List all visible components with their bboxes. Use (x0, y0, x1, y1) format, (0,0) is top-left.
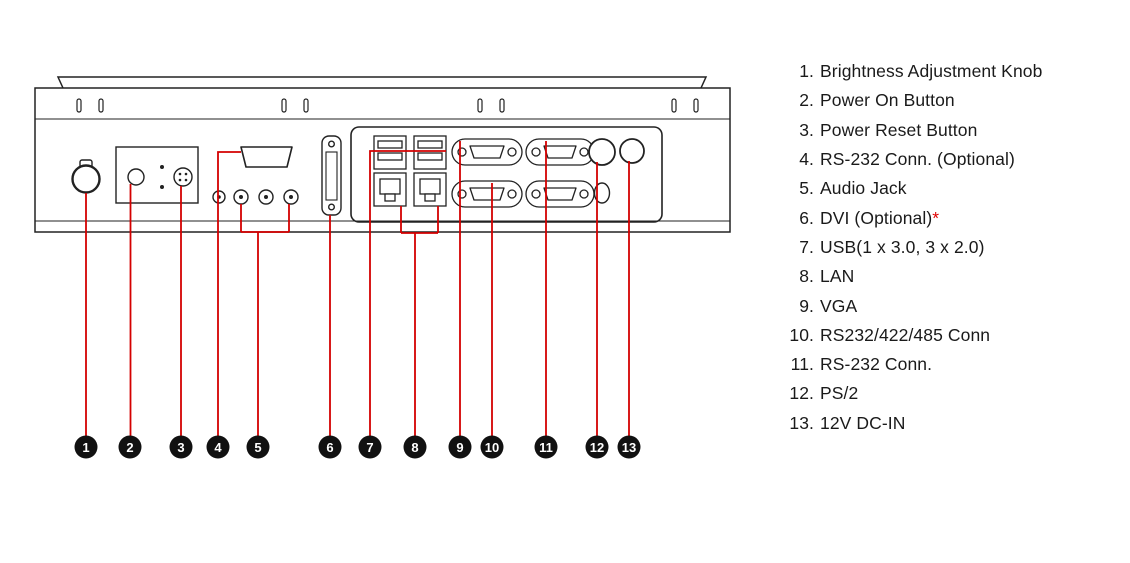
svg-text:2: 2 (126, 440, 133, 455)
legend-item-label: PS/2 (820, 383, 859, 404)
power-reset-button (173, 167, 193, 187)
legend-item-number: 12. (789, 383, 814, 404)
ps2-connector (588, 138, 616, 204)
callout-marker-3: 3 (169, 435, 193, 459)
serial-connector (525, 180, 595, 208)
callout-marker-12: 12 (585, 435, 609, 459)
io-cutout (350, 126, 663, 223)
legend-item-number: 10. (789, 324, 814, 345)
legend: 1. Brightness Adjustment Knob 2. Power O… (781, 57, 1042, 438)
rs232-422-485-connector (451, 180, 523, 208)
legend-item-number: 8. (799, 266, 814, 287)
dc-in-jack (619, 138, 645, 164)
legend-item-label: LAN (820, 266, 855, 287)
legend-item-label: RS232/422/485 Conn (820, 324, 991, 345)
legend-item: 8. LAN (781, 262, 1042, 291)
rs232-connector (525, 138, 595, 166)
callout-markers: 1 2 3 4 5 (74, 435, 641, 459)
legend-item-number: 11. (790, 354, 814, 375)
legend-item: 6. DVI (Optional)* (781, 203, 1042, 232)
legend-item: 3. Power Reset Button (781, 116, 1042, 145)
rear-panel-diagram: 1 2 3 4 5 (34, 76, 731, 459)
power-on-button (127, 168, 145, 186)
legend-item-number: 13. (789, 412, 814, 433)
legend-item-label: RS-232 Conn. (820, 354, 933, 375)
callout-line-4 (217, 151, 241, 436)
svg-text:7: 7 (366, 440, 373, 455)
callout-line-7 (369, 150, 446, 436)
legend-item-label: Power Reset Button (820, 119, 978, 140)
mounting-slots (76, 98, 699, 113)
legend-item-number: 9. (799, 295, 814, 316)
display-lip (56, 76, 708, 89)
brightness-knob (71, 159, 101, 194)
legend-item: 12. PS/2 (781, 379, 1042, 408)
legend-item-number: 1. (799, 61, 814, 82)
rs232-optional-connector (240, 146, 293, 168)
svg-text:11: 11 (539, 440, 553, 455)
callout-marker-11: 11 (534, 435, 558, 459)
legend-item-number: 5. (799, 178, 814, 199)
svg-text:1: 1 (82, 440, 89, 455)
legend-item: 10. RS232/422/485 Conn (781, 321, 1042, 350)
svg-text:13: 13 (622, 440, 636, 455)
legend-item: 11. RS-232 Conn. (781, 350, 1042, 379)
rear-panel-diagram-wrap: 1 2 3 4 5 (34, 76, 731, 459)
svg-text:6: 6 (326, 440, 333, 455)
legend-item-label: 12V DC-IN (820, 412, 906, 433)
legend-item: 1. Brightness Adjustment Knob (781, 57, 1042, 86)
svg-text:4: 4 (214, 440, 222, 455)
callout-marker-4: 4 (206, 435, 230, 459)
legend-item-number: 3. (799, 119, 814, 140)
callout-lines (85, 141, 630, 436)
legend-item: 2. Power On Button (781, 86, 1042, 115)
usb-lan-tower-right (413, 135, 447, 207)
vga-connector (451, 138, 523, 166)
legend-item-label: DVI (Optional)* (820, 207, 940, 228)
power-panel (115, 146, 199, 204)
svg-text:8: 8 (411, 440, 418, 455)
legend-item-number: 4. (799, 149, 814, 170)
legend-item: 5. Audio Jack (781, 174, 1042, 203)
callout-line-5 (240, 204, 290, 436)
legend-item-number: 2. (799, 90, 814, 111)
legend-item-label: VGA (820, 295, 858, 316)
usb-lan-tower-left (373, 135, 407, 207)
svg-text:9: 9 (456, 440, 463, 455)
legend-item: 7. USB(1 x 3.0, 3 x 2.0) (781, 233, 1042, 262)
callout-marker-8: 8 (403, 435, 427, 459)
svg-text:5: 5 (254, 440, 261, 455)
legend-item: 13. 12V DC-IN (781, 409, 1042, 438)
legend-item: 9. VGA (781, 291, 1042, 320)
legend-item-label: Brightness Adjustment Knob (820, 61, 1043, 82)
asterisk: * (932, 207, 940, 228)
callout-marker-9: 9 (448, 435, 472, 459)
legend-item-label: RS-232 Conn. (Optional) (820, 149, 1015, 170)
legend-item-number: 7. (799, 236, 814, 257)
audio-jacks (212, 189, 299, 205)
callout-marker-10: 10 (480, 435, 504, 459)
callout-line-8 (400, 206, 439, 436)
callout-marker-7: 7 (358, 435, 382, 459)
dvi-connector (321, 135, 342, 216)
callout-marker-13: 13 (617, 435, 641, 459)
callout-marker-2: 2 (118, 435, 142, 459)
legend-item: 4. RS-232 Conn. (Optional) (781, 145, 1042, 174)
legend-item-label: Audio Jack (820, 178, 907, 199)
legend-item-label: Power On Button (820, 90, 955, 111)
legend-item-label: USB(1 x 3.0, 3 x 2.0) (820, 236, 985, 257)
svg-text:10: 10 (485, 440, 499, 455)
svg-text:12: 12 (590, 440, 604, 455)
svg-text:3: 3 (177, 440, 184, 455)
callout-marker-5: 5 (246, 435, 270, 459)
callout-marker-1: 1 (74, 435, 98, 459)
legend-item-number: 6. (799, 207, 814, 228)
callout-marker-6: 6 (318, 435, 342, 459)
